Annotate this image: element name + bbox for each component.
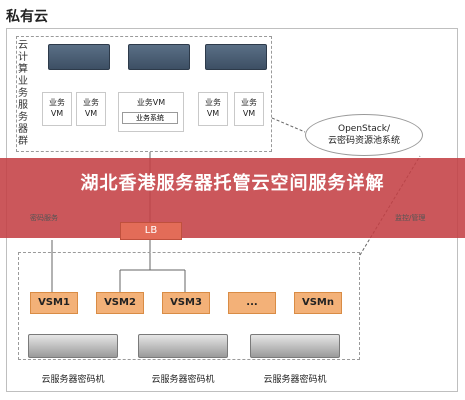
server-rack-icon [205,44,267,70]
hsm-device-icon [138,334,228,358]
vm-label: 业务 [205,98,221,107]
cluster-label: 云计算业务服务器群 [18,40,28,147]
banner-title: 湖北香港服务器托管云空间服务详解 [80,173,385,194]
vm-label: 业务 [49,98,65,107]
vm-label: 业务 [83,98,99,107]
vsm-box: ... [228,292,276,314]
server-rack-icon [48,44,110,70]
vm-label: VM [242,109,256,118]
vm-box: 业务 VM [198,92,228,126]
vm-label: 业务 [241,98,257,107]
business-server-cluster-frame [16,36,272,152]
hsm-label: 云服务器密码机 [151,375,215,385]
title-banner [0,158,465,238]
vsm-box: VSMn [294,292,342,314]
vsm-box: VSM3 [162,292,210,314]
server-rack-icon [128,44,190,70]
hsm-label: 云服务器密码机 [263,375,327,385]
vm-box: 业务 VM [76,92,106,126]
vsm-cluster-frame [18,252,360,360]
openstack-label: OpenStack/ [338,124,390,134]
openstack-resource-pool: OpenStack/ 云密码资源池系统 [305,114,423,156]
load-balancer-box: LB [120,222,182,240]
vm-label: VM [50,109,64,118]
monitor-manage-label: 监控/管理 [395,214,426,222]
vm-label: VM [84,109,98,118]
business-system-box: 业务系统 [122,112,178,124]
vm-box: 业务 VM [234,92,264,126]
vm-box: 业务 VM [42,92,72,126]
hsm-device-icon [250,334,340,358]
hsm-device-icon [28,334,118,358]
hsm-label: 云服务器密码机 [41,375,105,385]
resource-pool-label: 云密码资源池系统 [327,136,400,146]
vsm-box: VSM2 [96,292,144,314]
private-cloud-title: 私有云 [6,9,48,25]
vsm-box: VSM1 [30,292,78,314]
crypto-service-label: 密码服务 [30,214,58,222]
vm-label: VM [206,109,220,118]
vm-label: 业务VM [136,98,166,107]
